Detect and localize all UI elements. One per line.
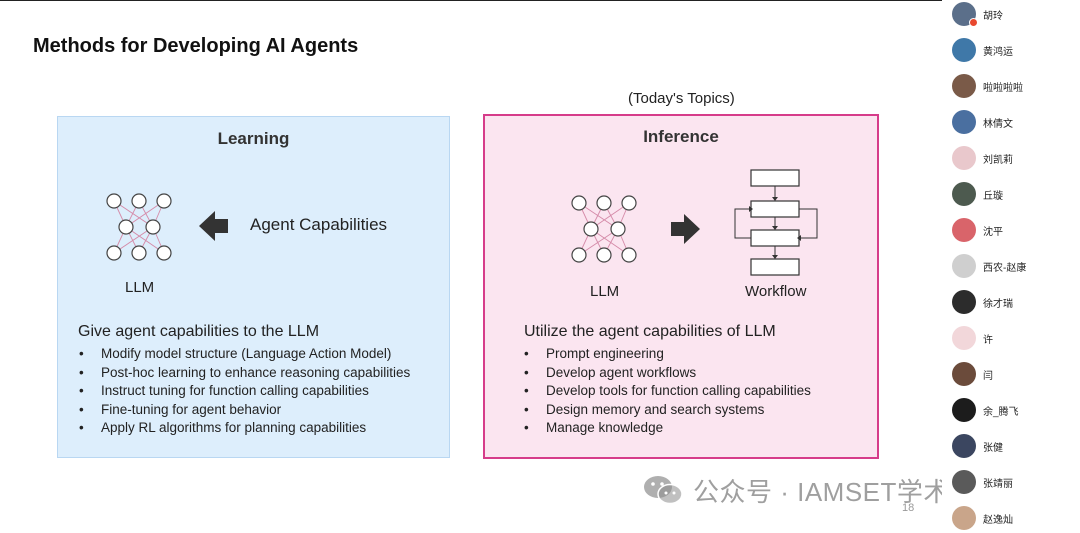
participant-item[interactable]: 西农-赵康 xyxy=(952,252,1026,280)
workflow-diagram-icon xyxy=(734,169,818,276)
neural-network-icon xyxy=(106,193,172,261)
participant-name: 西农-赵康 xyxy=(983,262,1027,274)
slide-title: Methods for Developing AI Agents xyxy=(33,35,359,57)
list-item: Prompt engineering xyxy=(524,345,811,364)
arrow-right-icon xyxy=(671,214,700,244)
participant-name: 胡玲 xyxy=(983,10,1003,22)
learning-subtitle: Give agent capabilities to the LLM xyxy=(78,323,320,340)
participant-item[interactable]: 许 xyxy=(952,324,993,352)
list-item: Post-hoc learning to enhance reasoning c… xyxy=(79,364,410,383)
avatar xyxy=(952,398,976,422)
page-number: 18 xyxy=(902,502,915,514)
avatar xyxy=(952,218,976,242)
participant-item[interactable]: 闫 xyxy=(952,360,993,388)
avatar xyxy=(952,110,976,134)
participant-item[interactable]: 徐才瑞 xyxy=(952,288,1013,316)
learning-llm-label: LLM xyxy=(125,279,155,296)
participant-name: 张靖丽 xyxy=(983,478,1013,490)
participant-item[interactable]: 丘璇 xyxy=(952,180,1003,208)
participant-name: 张健 xyxy=(983,442,1003,454)
agent-capabilities-label: Agent Capabilities xyxy=(250,215,388,234)
inference-heading: Inference xyxy=(643,127,719,146)
participant-item[interactable]: 刘凯莉 xyxy=(952,144,1013,172)
slide-canvas: Methods for Developing AI Agents (Today'… xyxy=(0,0,942,533)
inference-panel: Inference LLM xyxy=(483,114,879,459)
participant-item[interactable]: 黄鸿运 xyxy=(952,36,1013,64)
learning-heading: Learning xyxy=(217,129,290,148)
inference-bullet-list: Prompt engineering Develop agent workflo… xyxy=(524,345,811,438)
list-item: Develop tools for function calling capab… xyxy=(524,382,811,401)
mic-muted-icon xyxy=(969,18,978,27)
list-item: Instruct tuning for function calling cap… xyxy=(79,382,410,401)
avatar xyxy=(952,290,976,314)
avatar xyxy=(952,470,976,494)
inference-llm-label: LLM xyxy=(590,283,620,300)
avatar xyxy=(952,182,976,206)
list-item: Manage knowledge xyxy=(524,419,811,438)
list-item: Modify model structure (Language Action … xyxy=(79,345,410,364)
participant-name: 赵逸灿 xyxy=(983,514,1013,526)
avatar xyxy=(952,434,976,458)
list-item: Fine-tuning for agent behavior xyxy=(79,401,410,420)
avatar xyxy=(952,326,976,350)
avatar xyxy=(952,2,978,27)
workflow-label: Workflow xyxy=(745,283,807,300)
participant-name: 徐才瑞 xyxy=(983,298,1013,310)
participant-item[interactable]: 张靖丽 xyxy=(952,468,1013,496)
learning-panel: Learning LLM Agent Capabilities Give age… xyxy=(57,116,450,458)
participant-item[interactable]: 胡玲 xyxy=(952,0,1003,28)
participant-item[interactable]: 林倩文 xyxy=(952,108,1013,136)
inference-subtitle: Utilize the agent capabilities of LLM xyxy=(524,323,776,340)
participant-item[interactable]: 余_腾飞 xyxy=(952,396,1019,424)
list-item: Apply RL algorithms for planning capabil… xyxy=(79,419,410,438)
participant-name: 啦啦啦啦 xyxy=(983,82,1023,94)
list-item: Develop agent workflows xyxy=(524,364,811,383)
participant-item[interactable]: 沈平 xyxy=(952,216,1003,244)
participant-item[interactable]: 张健 xyxy=(952,432,1003,460)
arrow-left-icon xyxy=(199,211,228,241)
participant-name: 余_腾飞 xyxy=(983,406,1019,418)
participant-name: 沈平 xyxy=(983,226,1003,238)
participant-item[interactable]: 啦啦啦啦 xyxy=(952,72,1023,100)
avatar xyxy=(952,146,976,170)
participant-name: 刘凯莉 xyxy=(983,154,1013,166)
avatar xyxy=(952,506,976,530)
todays-topics-note: (Today's Topics) xyxy=(628,90,735,107)
participant-name: 许 xyxy=(983,334,993,346)
participant-name: 林倩文 xyxy=(983,118,1013,130)
avatar xyxy=(952,254,976,278)
neural-network-icon xyxy=(571,195,637,263)
avatar xyxy=(952,74,976,98)
participant-item[interactable]: 赵逸灿 xyxy=(952,504,1013,532)
wechat-icon xyxy=(644,476,683,505)
avatar xyxy=(952,362,976,386)
learning-bullet-list: Modify model structure (Language Action … xyxy=(79,345,410,438)
avatar xyxy=(952,38,976,62)
list-item: Design memory and search systems xyxy=(524,401,811,420)
participant-name: 黄鸿运 xyxy=(983,46,1013,58)
participant-name: 闫 xyxy=(983,370,993,382)
participant-name: 丘璇 xyxy=(983,190,1003,202)
participants-panel: 胡玲 黄鸿运 啦啦啦啦 林倩文 刘凯莉 丘璇 沈平 西农-赵康 徐才瑞 许 闫 xyxy=(942,0,1080,533)
